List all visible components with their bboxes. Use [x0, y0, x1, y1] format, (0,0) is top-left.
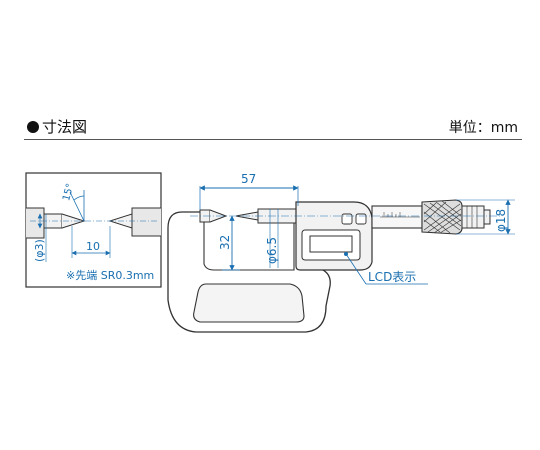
thimble-diameter-dimension: φ18: [456, 199, 515, 235]
angle-label: 15°: [61, 182, 76, 202]
detail-length-label: 10: [86, 240, 100, 253]
spindle-diameter-dimension: φ6.5: [265, 209, 279, 268]
section-title-text: 寸法図: [42, 118, 88, 136]
height-dimension: 32: [218, 215, 240, 271]
detail-diameter-label: (φ3): [33, 239, 46, 262]
thimble-diameter-label: φ18: [494, 209, 508, 232]
header-divider: [24, 139, 522, 140]
width-label: 57: [241, 172, 256, 186]
width-dimension: 57: [199, 172, 299, 210]
unit-label: 単位：mm: [448, 120, 518, 136]
tip-detail-inset: 15° (φ3) 10 ※先端 SR0.3mm: [25, 172, 162, 288]
lcd-label: LCD表示: [368, 270, 416, 284]
tip-radius-note: ※先端 SR0.3mm: [66, 269, 154, 282]
height-label: 32: [218, 235, 232, 250]
lcd-callout: LCD表示: [344, 252, 428, 285]
spindle-diameter-label: φ6.5: [265, 237, 279, 264]
micrometer-outline: [167, 199, 500, 333]
section-title: 寸法図: [27, 116, 87, 137]
bullet-icon: [27, 121, 39, 133]
